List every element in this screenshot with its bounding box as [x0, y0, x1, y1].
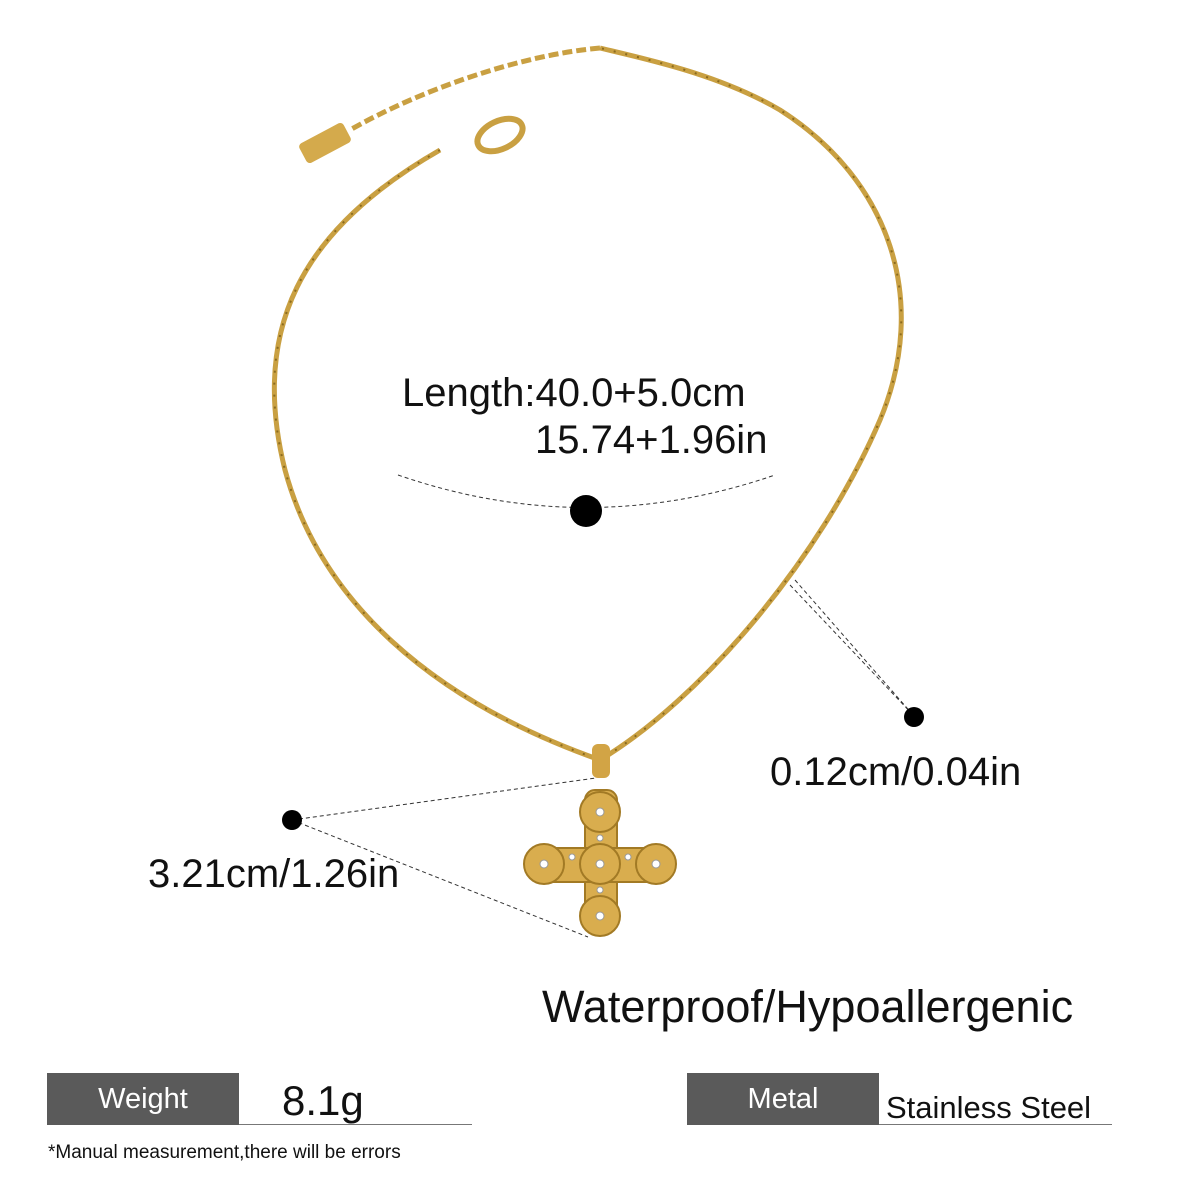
cross-pendant — [523, 789, 677, 937]
necklace-chain — [271, 45, 904, 763]
pendant-size-text: 3.21cm/1.26in — [148, 852, 400, 896]
lobster-clasp — [474, 115, 526, 155]
metal-underline — [879, 1124, 1112, 1125]
weight-label: Weight — [47, 1073, 239, 1125]
weight-value: 8.1g — [282, 1077, 364, 1124]
chain-width-dot — [904, 707, 924, 727]
chain-width-text: 0.12cm/0.04in — [770, 750, 1022, 794]
metal-value: Stainless Steel — [886, 1090, 1092, 1125]
pendant-bail — [592, 744, 610, 778]
length-cm-text: Length:40.0+5.0cm — [402, 371, 746, 415]
metal-label: Metal — [687, 1073, 879, 1125]
features-text: Waterproof/Hypoallergenic — [542, 981, 1074, 1032]
weight-underline — [239, 1124, 472, 1125]
pendant-size-dot — [282, 810, 302, 830]
disclaimer-text: *Manual measurement,there will be errors — [48, 1142, 401, 1163]
length-dot — [570, 495, 602, 527]
length-in-text: 15.74+1.96in — [535, 418, 768, 462]
chain-tag — [299, 122, 351, 164]
extender-chain — [348, 45, 601, 133]
